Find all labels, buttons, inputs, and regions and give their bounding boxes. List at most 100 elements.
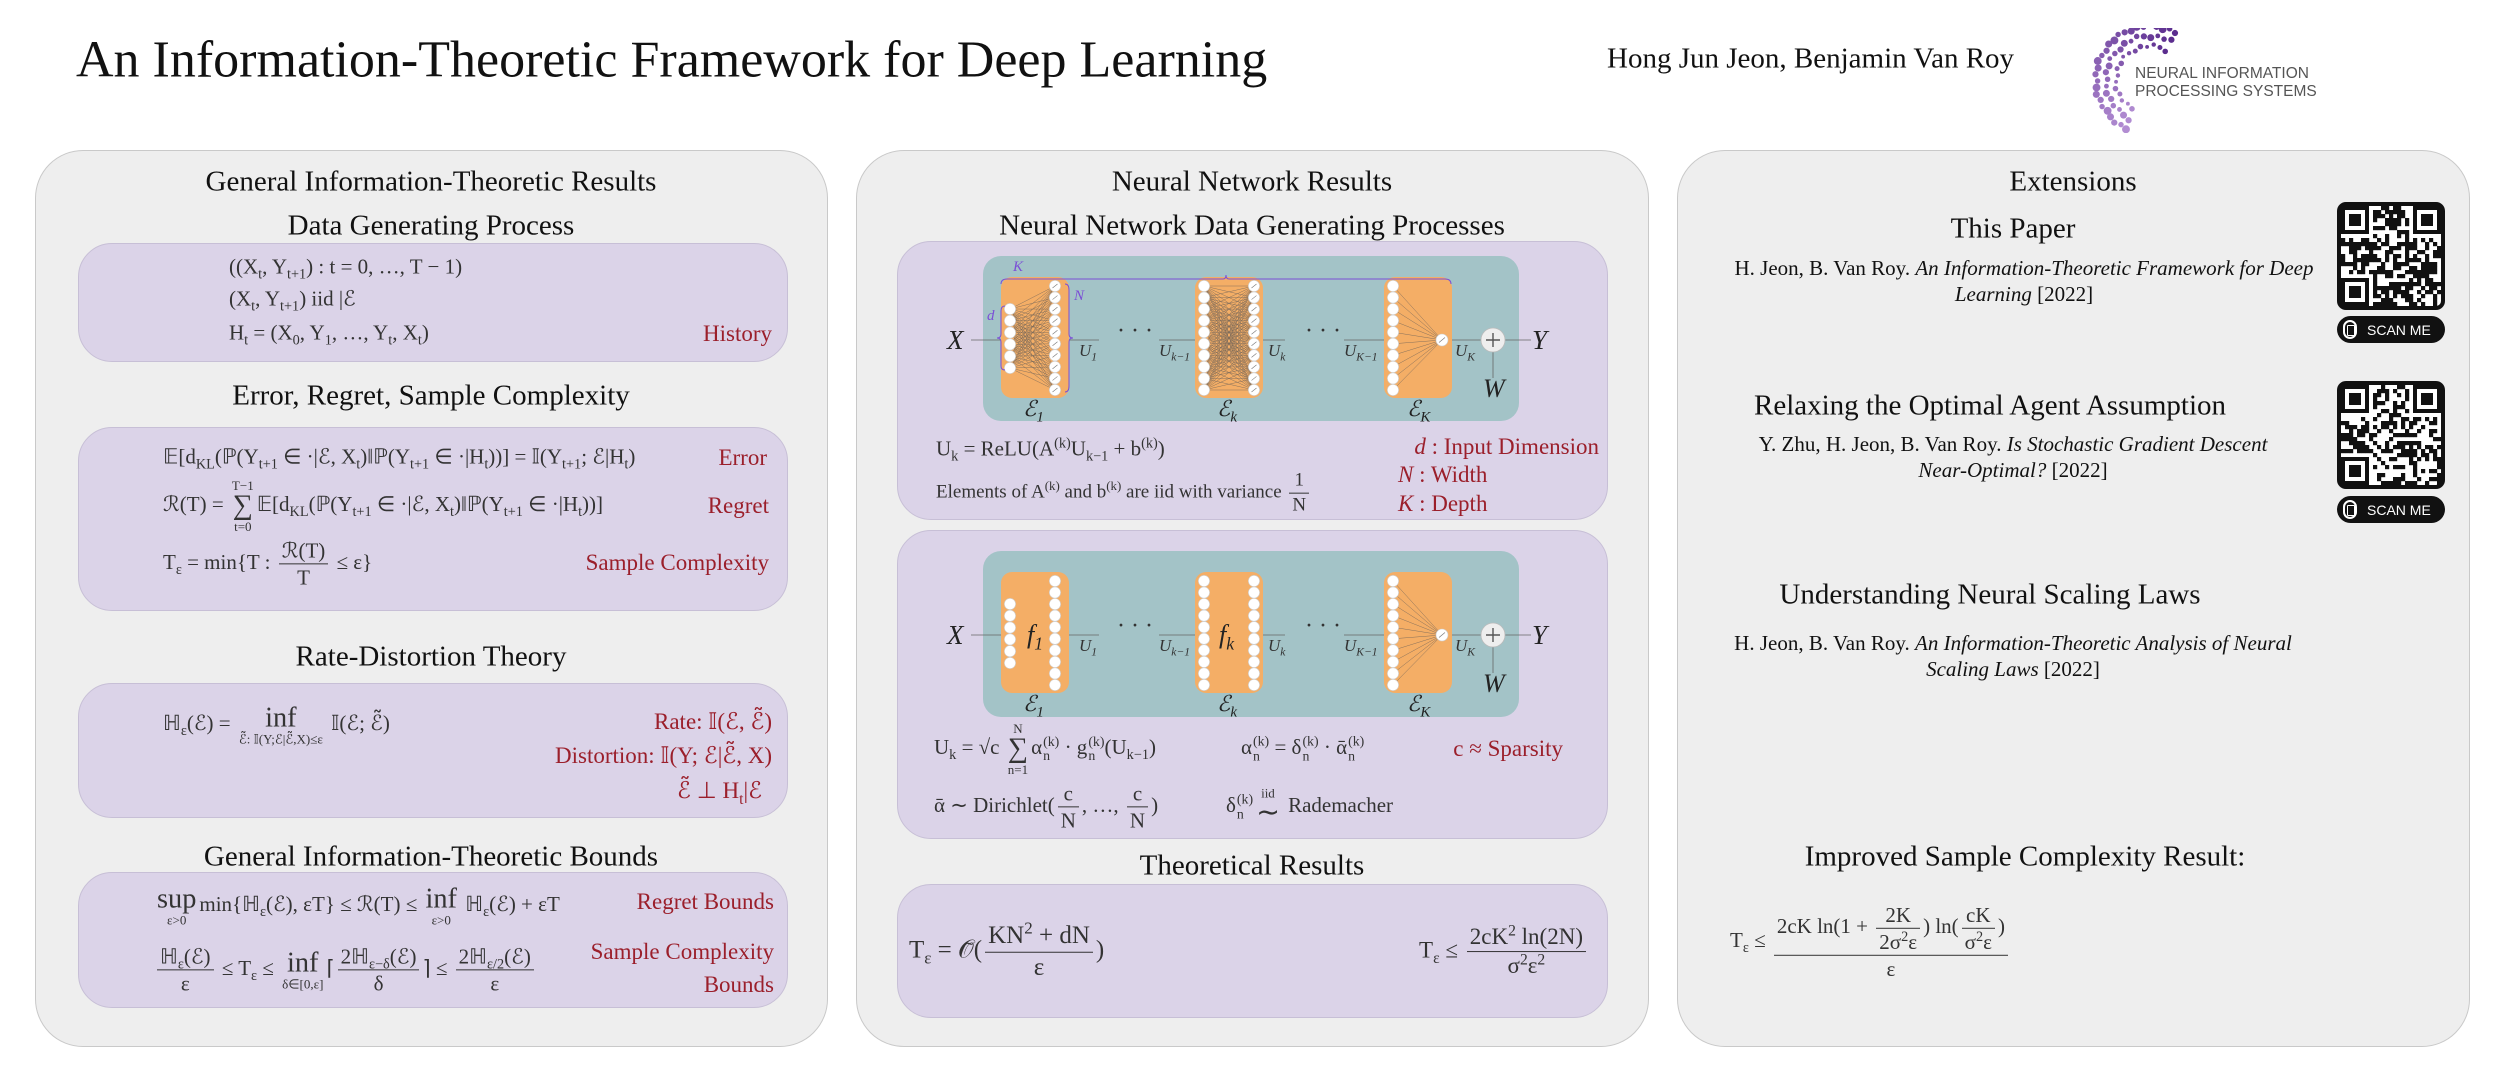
math-subscript: ε−δ <box>368 956 390 973</box>
math-text: = (X <box>248 320 293 345</box>
math-text: = ReLU(A <box>958 436 1055 461</box>
legend-text: : Input Dimension <box>1425 434 1599 459</box>
logo-dot <box>2110 36 2119 45</box>
reference-title[interactable]: An Information-Theoretic Analysis of Neu… <box>1915 631 2292 681</box>
reference-title[interactable]: An Information-Theoretic Framework for D… <box>1915 256 2314 306</box>
math-subsup: (k)n <box>1253 734 1269 763</box>
qr-finder-pattern <box>2413 385 2441 413</box>
math-text: ))] = 𝕀(Y <box>488 444 563 469</box>
qr-code[interactable] <box>2337 381 2445 489</box>
layer-output-label: U1 <box>1079 341 1097 363</box>
qr-module <box>2405 290 2410 295</box>
qr-module <box>2389 218 2394 223</box>
qr-module <box>2381 226 2386 231</box>
qr-module <box>2373 433 2378 438</box>
environment-label-main: ℰ <box>1217 691 1233 716</box>
qr-module <box>2417 429 2422 434</box>
qr-module <box>2389 222 2394 227</box>
math-fraction: 2cK2 ln(2N)σ2ε2 <box>1466 923 1586 980</box>
qr-module <box>2397 210 2402 215</box>
qr-module <box>2381 421 2386 426</box>
sample-complexity-equation: Tε = min{T : ℛ(T)T ≤ ε} <box>163 538 372 589</box>
qr-module <box>2425 254 2430 259</box>
qr-module <box>2373 242 2378 247</box>
qr-module <box>2369 433 2374 438</box>
extension-reference[interactable]: H. Jeon, B. Van Roy. An Information-Theo… <box>1713 630 2313 682</box>
qr-module <box>2397 246 2402 251</box>
qr-module <box>2345 437 2350 442</box>
qr-module <box>2425 417 2430 422</box>
layer-output-label-main: U <box>1268 341 1282 360</box>
qr-module <box>2397 262 2402 267</box>
environment-label-subscript: K <box>1419 705 1431 721</box>
qr-module <box>2361 441 2366 446</box>
qr-module <box>2373 286 2378 291</box>
logo-dot <box>2171 29 2179 37</box>
math-text: 2cK <box>1469 924 1509 950</box>
scan-me-badge: SCAN ME <box>2337 496 2445 523</box>
qr-module <box>2425 282 2430 287</box>
qr-module <box>2409 302 2414 307</box>
sample-complexity-label: Sample Complexity <box>585 550 769 575</box>
logo-dot <box>2117 46 2124 53</box>
neuron <box>1004 621 1016 634</box>
qr-module <box>2361 266 2366 271</box>
math-subscript: ε <box>1433 949 1440 967</box>
qr-module <box>2397 254 2402 259</box>
math-text: σ <box>1964 929 1976 954</box>
neuron <box>1198 598 1210 611</box>
layer-function-label-main: f <box>1219 620 1230 649</box>
math-subscript: t <box>258 266 263 283</box>
math-text: ≤ ε} <box>331 549 373 574</box>
qr-module <box>2437 465 2442 470</box>
qr-module <box>2373 258 2378 263</box>
network-edge <box>1392 339 1443 391</box>
qr-module <box>2385 238 2390 243</box>
qr-code[interactable] <box>2337 202 2445 310</box>
qr-module <box>2373 214 2378 219</box>
network-edge <box>1392 580 1443 636</box>
math-superscript: (k) <box>1088 733 1105 749</box>
input-label-x: X <box>946 620 965 650</box>
qr-module <box>2389 250 2394 255</box>
qr-module <box>2397 206 2402 211</box>
neuron <box>1248 586 1260 599</box>
activation-mark <box>1251 295 1257 300</box>
qr-module <box>2381 302 2386 307</box>
qr-module <box>2353 441 2358 446</box>
qr-module <box>2405 222 2410 227</box>
qr-module <box>2389 226 2394 231</box>
logo-dot <box>2108 95 2115 103</box>
reference-year: [2022] <box>2031 282 2094 306</box>
math-subscript: t <box>450 504 454 520</box>
neuron <box>1248 679 1260 691</box>
math-operator: iid∼ <box>1256 786 1280 827</box>
network-edge <box>1392 634 1443 663</box>
network-edge <box>1392 615 1443 636</box>
qr-module <box>2409 298 2414 303</box>
qr-module <box>2405 409 2410 414</box>
extension-reference[interactable]: H. Jeon, B. Van Roy. An Information-Theo… <box>1704 255 2344 307</box>
qr-module <box>2433 262 2438 267</box>
ellipsis: · · · <box>1117 318 1153 344</box>
qr-module <box>2385 465 2390 470</box>
qr-module <box>2377 445 2382 450</box>
qr-module <box>2425 481 2430 486</box>
qr-module <box>2393 433 2398 438</box>
math-text: (ℰ) <box>183 944 211 969</box>
extension-reference[interactable]: Y. Zhu, H. Jeon, B. Van Roy. Is Stochast… <box>1733 431 2293 483</box>
qr-module <box>2373 401 2378 406</box>
input-dimension-brace <box>996 305 1006 371</box>
reference-title[interactable]: Is Stochastic Gradient Descent Near-Opti… <box>1918 432 2268 482</box>
operator-lower-limit: t=0 <box>234 519 252 535</box>
qr-module <box>2405 238 2410 243</box>
qr-module <box>2405 246 2410 251</box>
logo-dot <box>2117 91 2123 97</box>
qr-module <box>2381 385 2386 390</box>
error-label: Error <box>718 445 767 470</box>
math-superscript: 2 <box>1537 951 1546 969</box>
qr-module <box>2393 401 2398 406</box>
math-text: , X <box>392 320 418 345</box>
